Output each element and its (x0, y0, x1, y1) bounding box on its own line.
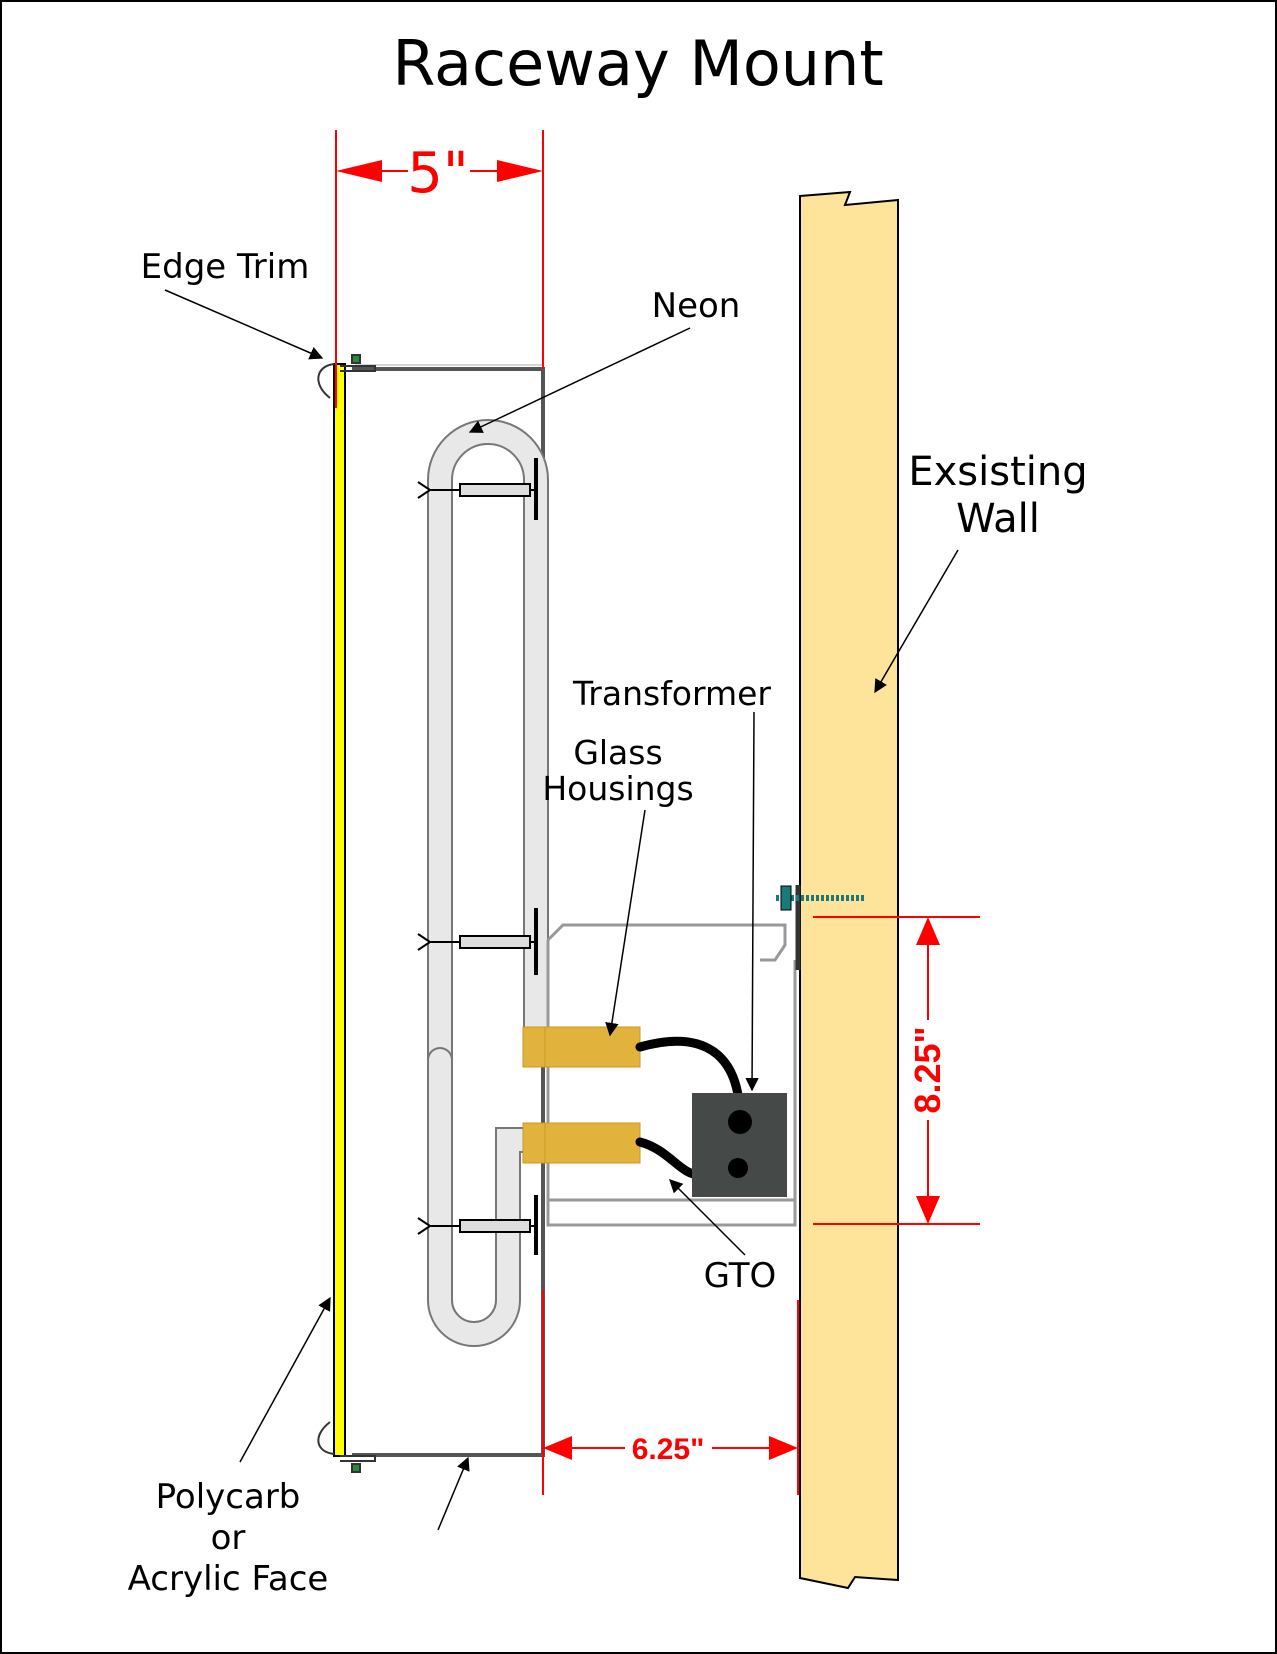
glass-housings-label-line1: Glass (573, 733, 662, 772)
dimension-6-25-label: 6.25" (632, 1433, 705, 1466)
edge-trim-label: Edge Trim (141, 247, 310, 287)
acrylic-face (333, 363, 346, 1457)
face-label-line3: Acrylic Face (128, 1559, 329, 1599)
leader-arrows (164, 289, 959, 1531)
face-leader (239, 1296, 331, 1463)
edge-trim-leader (164, 289, 324, 360)
transformer-label: Transformer (572, 674, 771, 713)
dimension-5-label: 5" (407, 141, 468, 206)
glass-housings-label-line2: Housings (542, 769, 693, 808)
transformer-leader (745, 711, 759, 1092)
glass-housing-leader (605, 809, 646, 1037)
diagram-title: Raceway Mount (392, 27, 883, 100)
gto-leader (669, 1179, 746, 1256)
dimension-8-25-label: 8.25" (907, 1026, 948, 1113)
existing-wall (799, 190, 899, 1590)
face-label-line2: or (211, 1518, 246, 1558)
neon-label: Neon (652, 286, 741, 326)
neon-leader (468, 327, 691, 433)
transformer (692, 1093, 787, 1197)
gto-label: GTO (704, 1256, 777, 1296)
wall-label-line1: Exsisting (908, 449, 1087, 495)
dimension-lines (335, 130, 980, 1495)
edge-trim (317, 354, 376, 1473)
tube-supports (417, 458, 538, 1255)
cabinet-leader (437, 1456, 470, 1531)
face-label-line1: Polycarb (156, 1477, 301, 1517)
wall-label-line2: Wall (956, 496, 1040, 542)
glass-housings (522, 1026, 641, 1164)
wall-anchor-bolt (776, 885, 865, 911)
wall-leader (874, 549, 959, 694)
